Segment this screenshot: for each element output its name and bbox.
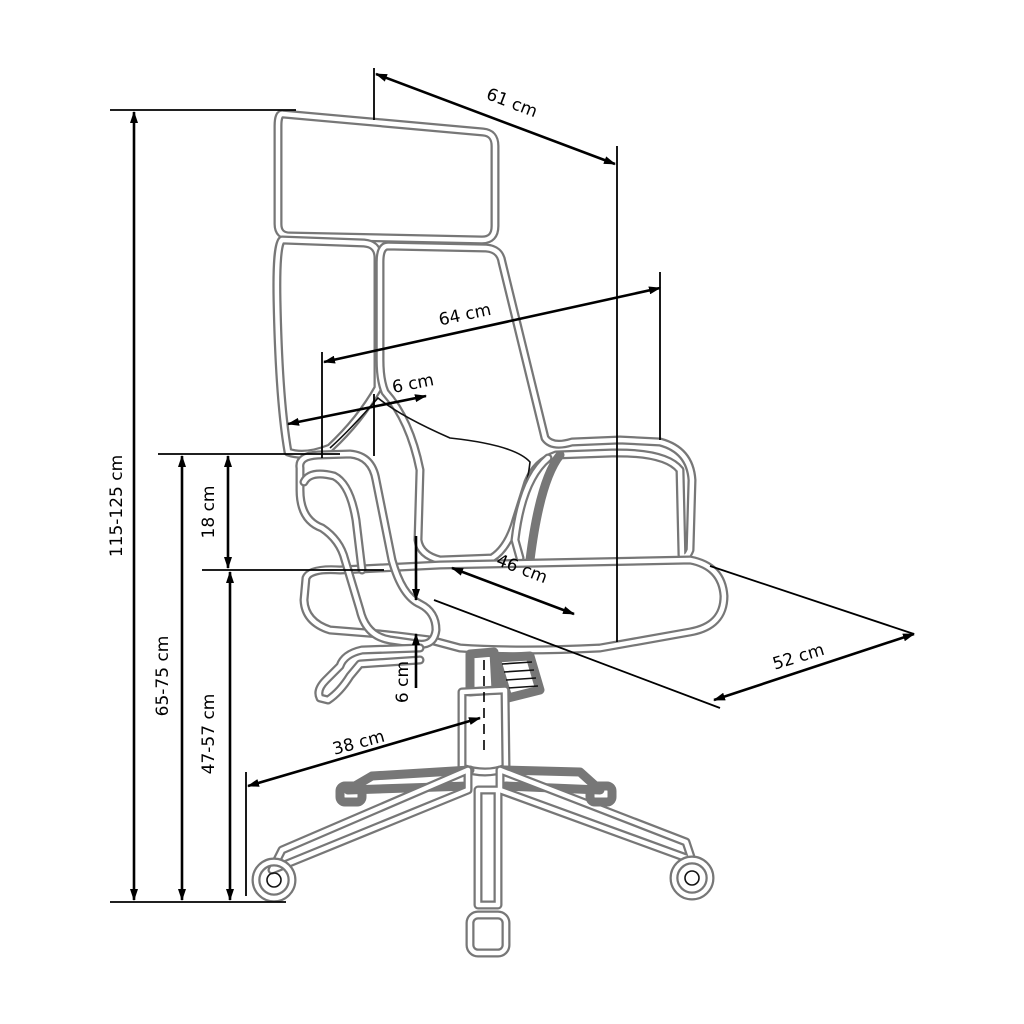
dimension-lines — [110, 68, 915, 903]
armrest-right — [510, 450, 565, 565]
tilt-lever — [314, 643, 425, 705]
dimension-seat-depth — [451, 566, 575, 616]
star-base — [267, 765, 697, 910]
label-arm-height: 65-75 cm — [153, 636, 173, 717]
label-armrest-height: 18 cm — [199, 486, 219, 539]
dimension-top-depth — [375, 72, 616, 166]
label-arm-pad: 6 cm — [390, 370, 435, 398]
dimension-arm-pad — [287, 394, 427, 426]
dimension-seat-width — [713, 632, 915, 702]
label-seat-thickness: 6 cm — [393, 661, 413, 703]
caster-wheels — [251, 781, 715, 958]
headrest — [273, 109, 500, 245]
dimension-base-radius — [247, 716, 481, 788]
dimension-arm-width — [323, 286, 661, 364]
label-total-height: 115-125 cm — [107, 455, 127, 557]
mechanism-knob — [491, 651, 545, 703]
label-seat-width: 52 cm — [770, 640, 826, 675]
seat — [299, 555, 729, 655]
label-seat-height: 47-57 cm — [199, 694, 219, 775]
chair — [251, 109, 729, 958]
armrest-left — [295, 449, 441, 649]
